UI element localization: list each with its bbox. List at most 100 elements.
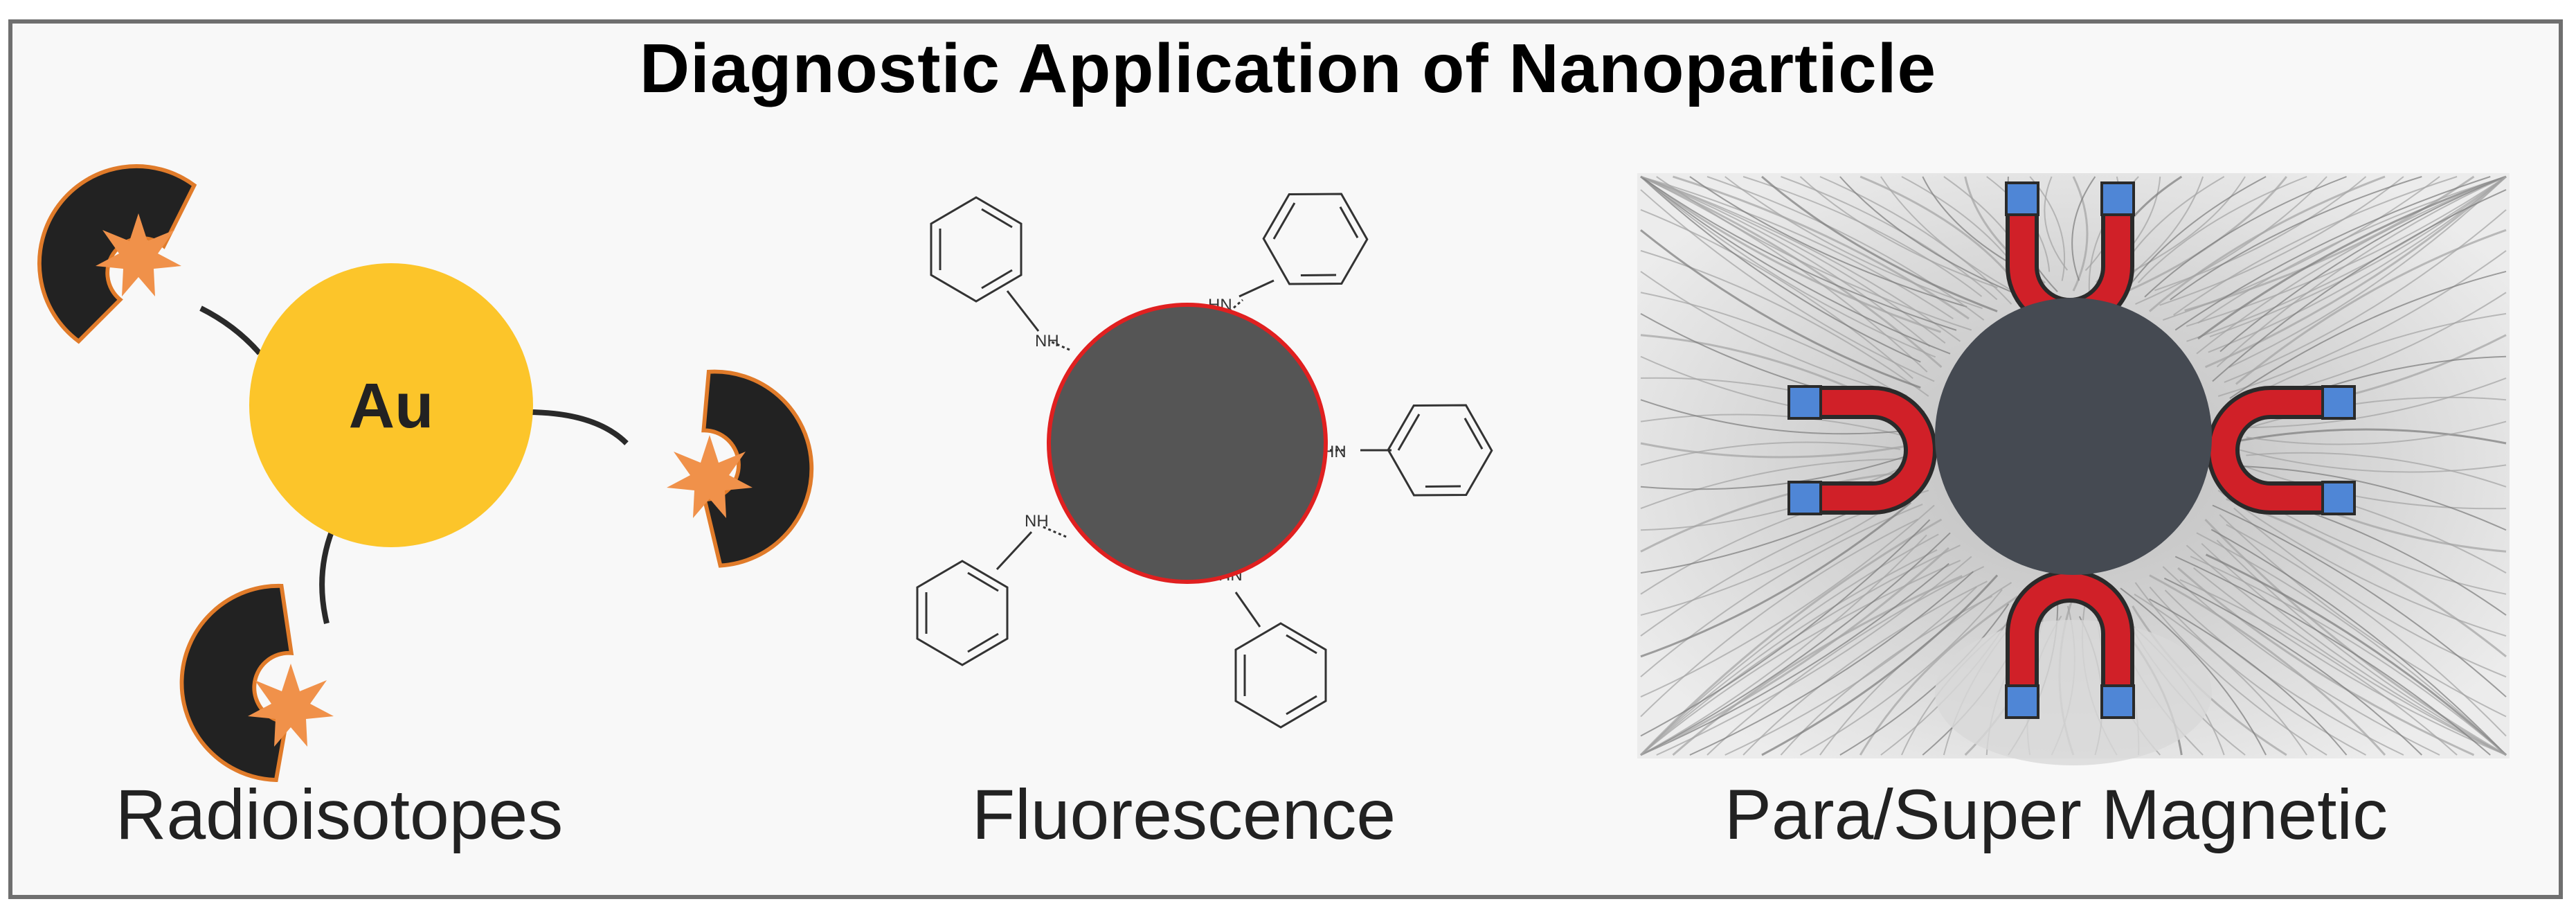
field-line: [2224, 377, 2507, 429]
field-line: [1640, 547, 1949, 756]
field-line: [1656, 556, 1972, 756]
field-line: [1689, 176, 1967, 308]
field-line: [2219, 176, 2507, 353]
field-line: [1706, 176, 1985, 321]
field-line: [1761, 574, 1999, 756]
field-line: [2029, 176, 2066, 281]
field-line: [2216, 540, 2507, 756]
linker-line: [525, 409, 629, 445]
magnetic-panel: [1637, 173, 2510, 765]
chelator-cup: [637, 361, 844, 587]
radioisotopes-panel: Au: [8, 139, 844, 790]
field-line: [2226, 524, 2507, 737]
figure-title: Diagnostic Application of Nanoparticle: [639, 30, 1937, 107]
field-line: [2186, 544, 2507, 756]
field-line: [2201, 542, 2507, 756]
field-line: [1724, 176, 1983, 310]
field-line: [2135, 176, 2327, 305]
field-line: [1640, 533, 1939, 756]
field-line: [2216, 176, 2507, 368]
field-line: [1640, 176, 1961, 342]
gold-core-label: Au: [349, 371, 434, 441]
field-line: [1656, 176, 1972, 331]
field-line: [2149, 598, 2348, 756]
field-line: [2224, 209, 2507, 383]
field-line: [1640, 470, 1913, 553]
field-line: [2197, 176, 2507, 324]
field-line: [2179, 579, 2458, 756]
field-line: [2196, 532, 2507, 756]
field-line: [2233, 507, 2507, 678]
field-line: [1640, 454, 1911, 490]
field-line: [1640, 504, 1923, 677]
field-line: [1640, 292, 1916, 405]
field-line: [2170, 176, 2422, 301]
field-line: [1640, 519, 1931, 737]
field-line: [1640, 176, 1951, 355]
field-line: [1640, 560, 1961, 756]
field-line: [2229, 270, 2507, 400]
field-line: [2173, 176, 2458, 316]
field-line: [2246, 420, 2507, 445]
radioisotopes-caption: Radioisotopes: [115, 775, 564, 854]
chelator-cup: [146, 560, 361, 790]
field-line: [1706, 566, 1985, 756]
field-line: [2174, 176, 2491, 331]
field-line: [2205, 553, 2507, 756]
benzene-ring: [1249, 170, 1382, 308]
field-line: [1640, 549, 1938, 756]
field-line: [2208, 176, 2507, 353]
nh-linker-label: NH: [1035, 332, 1059, 350]
field-line: [1640, 442, 1922, 459]
field-line: [1799, 176, 1998, 289]
field-line: [2072, 176, 2089, 292]
field-line: [1640, 175, 1941, 333]
field-line: [1640, 176, 1946, 344]
field-line: [2120, 587, 2267, 756]
field-line: [2225, 428, 2507, 445]
field-line: [1724, 586, 1977, 756]
benzene-ring: [930, 196, 1023, 303]
field-line: [1640, 208, 1913, 380]
field-line: [1761, 175, 1998, 312]
field-line: [2044, 176, 2069, 271]
field-line: [1640, 189, 1935, 382]
gold-nanoparticle: [249, 263, 533, 547]
field-line: [1640, 176, 1928, 373]
field-line: [2246, 452, 2507, 488]
field-line: [2174, 556, 2491, 756]
fluorescence-caption: Fluorescence: [971, 775, 1396, 854]
field-line: [1640, 518, 1918, 718]
field-line: [2149, 574, 2386, 756]
field-line: [2234, 465, 2507, 531]
field-line: [2235, 448, 2507, 473]
field-line: [1640, 501, 1912, 658]
field-line: [1742, 176, 1983, 297]
field-line: [2212, 189, 2507, 382]
field-line: [1640, 176, 1921, 363]
field-line: [2197, 175, 2507, 340]
field-line: [1819, 176, 2012, 305]
field-line: [1640, 458, 1922, 510]
field-line: [1839, 176, 2013, 294]
field-line: [1640, 532, 1951, 756]
field-line: [2144, 176, 2347, 298]
fluorescent-nanoparticle: [1047, 303, 1328, 584]
field-line: [1640, 271, 1907, 397]
magnetic-nanoparticle: [1935, 298, 2212, 575]
benzene-ring: [916, 560, 1009, 666]
linker-line: [319, 528, 335, 624]
field-line: [2196, 176, 2507, 355]
linker-line: [199, 305, 262, 355]
field-line: [2137, 176, 2307, 283]
field-line: [2134, 594, 2307, 756]
field-line: [2193, 567, 2507, 756]
field-line: [1859, 175, 2015, 282]
benzene-ring: [1234, 622, 1327, 729]
nh-linker-label: NH: [1025, 512, 1049, 531]
field-line: [2235, 229, 2507, 385]
field-line: [2204, 175, 2507, 368]
field-line: [2235, 396, 2507, 433]
field-line: [2154, 176, 2367, 292]
field-line: [2163, 577, 2422, 756]
